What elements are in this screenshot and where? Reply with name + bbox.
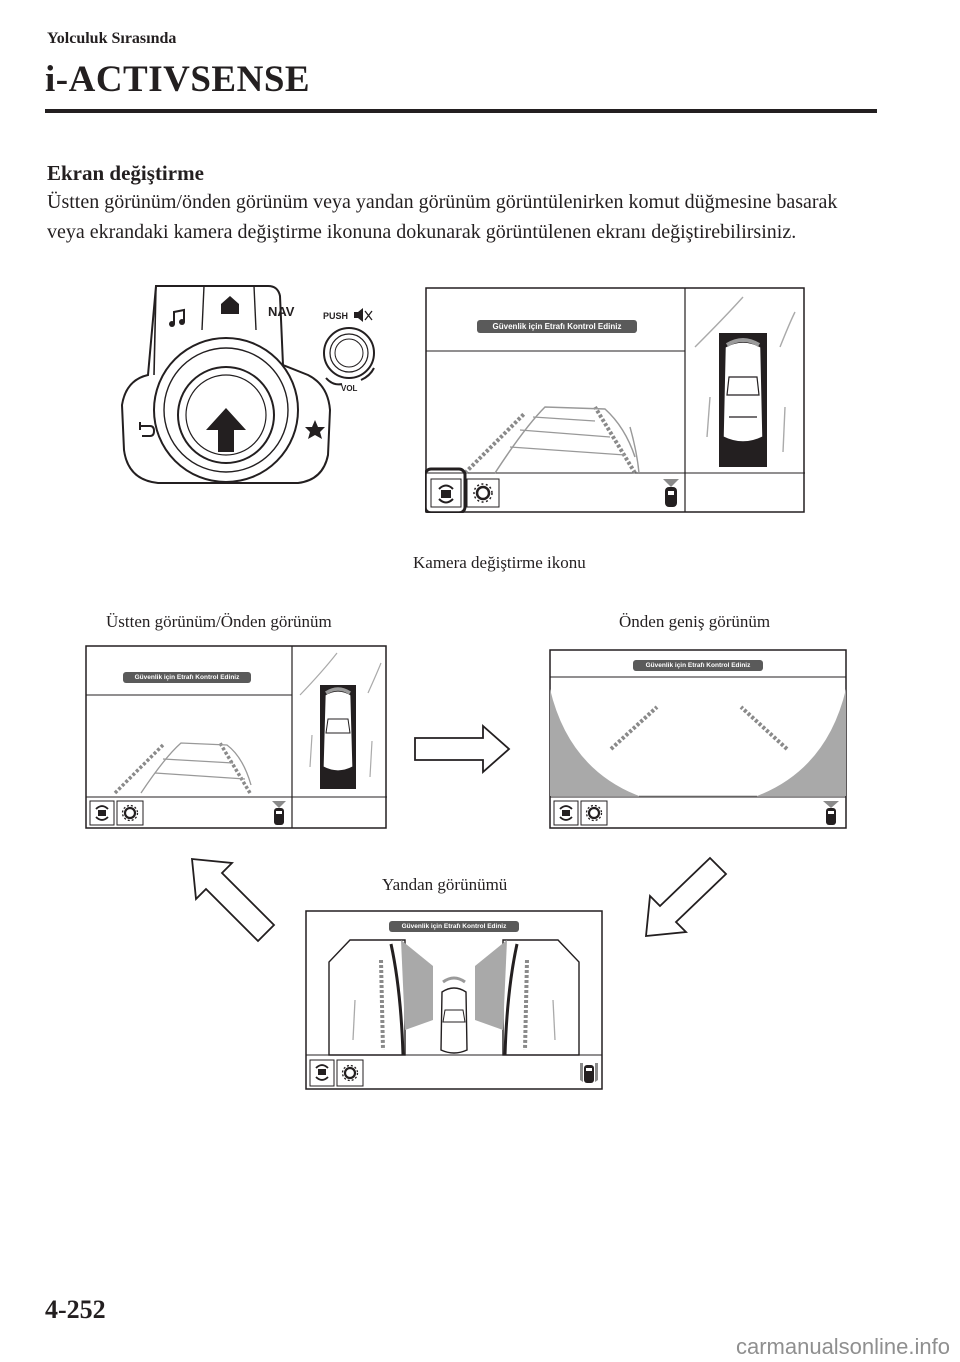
- parking-sensor-car-icon: [663, 479, 679, 507]
- camera-switch-icon[interactable]: [559, 805, 573, 821]
- settings-gear-icon[interactable]: [341, 1064, 359, 1082]
- camera-switch-icon[interactable]: [438, 484, 454, 504]
- settings-gear-icon[interactable]: [473, 483, 493, 503]
- star-icon[interactable]: [305, 420, 325, 439]
- push-arrow-icon[interactable]: [206, 408, 246, 452]
- vol-label: VOL: [341, 384, 358, 393]
- caption-wide-front-view: Önden geniş görünüm: [619, 612, 771, 631]
- page-number: 4-252: [45, 1295, 106, 1324]
- speaker-mute-icon: [354, 308, 373, 322]
- commander-control-illustration: NAV PUSH VOL: [120, 285, 375, 484]
- nav-button-label[interactable]: NAV: [268, 304, 295, 319]
- safety-warning-banner: Güvenlik için Etrafı Kontrol Ediniz: [633, 660, 763, 671]
- header-divider: [45, 109, 877, 113]
- safety-warning-banner: Güvenlik için Etrafı Kontrol Ediniz: [477, 320, 637, 333]
- arrow-right-icon: [414, 724, 511, 774]
- settings-gear-icon[interactable]: [585, 804, 603, 822]
- camera-switch-icon[interactable]: [315, 1064, 329, 1081]
- music-note-icon[interactable]: [169, 308, 185, 327]
- caption-camera-icon: Kamera değiştirme ikonu: [413, 553, 586, 572]
- top-front-view-screen-large: Güvenlik için Etrafı Kontrol Ediniz: [425, 287, 805, 513]
- top-front-view-screen: Güvenlik için Etrafı Kontrol Ediniz: [85, 645, 387, 829]
- safety-warning-banner: Güvenlik için Etrafı Kontrol Ediniz: [389, 921, 519, 932]
- arrow-down-left-icon: [644, 856, 728, 938]
- home-icon[interactable]: [221, 296, 239, 314]
- watermark-text: carmanualsonline.info: [735, 1334, 950, 1359]
- wide-front-view-screen: Güvenlik için Etrafı Kontrol Ediniz: [549, 649, 847, 829]
- safety-warning-banner: Güvenlik için Etrafı Kontrol Ediniz: [123, 672, 251, 683]
- side-view-screen: Güvenlik için Etrafı Kontrol Ediniz: [305, 910, 603, 1090]
- parking-sensor-car-icon: [580, 1063, 598, 1083]
- arrow-up-left-icon: [190, 857, 276, 943]
- settings-gear-icon[interactable]: [121, 804, 139, 822]
- camera-switch-icon[interactable]: [95, 805, 109, 821]
- section-label: Yolculuk Sırasında: [47, 30, 177, 47]
- parking-sensor-car-icon: [272, 801, 286, 825]
- caption-top-front-view: Üstten görünüm/Önden görünüm: [106, 612, 332, 631]
- back-arrow-icon[interactable]: [139, 422, 156, 437]
- parking-sensor-car-icon: [823, 801, 839, 825]
- caption-side-view: Yandan görünümü: [382, 875, 508, 894]
- chapter-title: i-ACTIVSENSE: [45, 59, 311, 100]
- push-label: PUSH: [323, 311, 348, 321]
- body-paragraph: Üstten görünüm/önden görünüm veya yandan…: [47, 191, 838, 243]
- section-heading: Ekran değiştirme: [47, 161, 204, 185]
